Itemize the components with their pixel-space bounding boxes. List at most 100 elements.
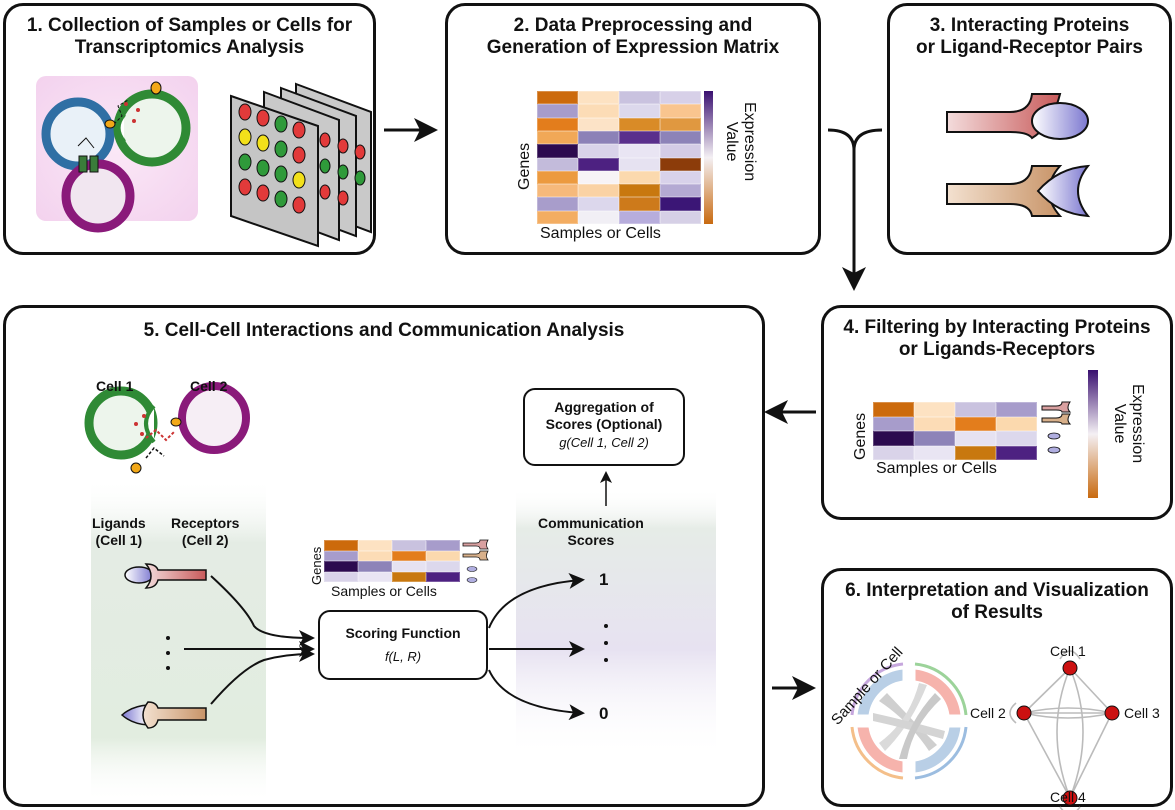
heatmap-cell bbox=[619, 117, 660, 131]
arrow-5-to-6 bbox=[772, 676, 816, 700]
heatmap-cell bbox=[660, 144, 701, 158]
heatmap-cell bbox=[324, 540, 358, 551]
heatmap-cell bbox=[996, 416, 1037, 431]
heatmap-cell bbox=[324, 550, 358, 561]
score-low: 0 bbox=[599, 704, 609, 723]
heatmap-cell bbox=[660, 157, 701, 171]
cell-1-label: Cell 1 bbox=[96, 378, 134, 394]
heatmap-cell bbox=[914, 416, 955, 431]
heatmap-cell bbox=[537, 170, 578, 185]
heatmap-cell bbox=[578, 117, 619, 131]
cell-2-label: Cell 2 bbox=[190, 378, 228, 394]
heatmap-cell bbox=[537, 210, 578, 224]
heatmap-cell bbox=[324, 561, 358, 572]
heatmap-cell bbox=[426, 561, 460, 572]
heatmap-cell bbox=[619, 104, 660, 118]
heatmap-cell bbox=[660, 170, 701, 185]
heatmap-cell bbox=[537, 130, 578, 145]
circos-plot bbox=[850, 650, 1120, 810]
heatmap-cell bbox=[955, 431, 996, 446]
heatmap-cell bbox=[955, 402, 996, 417]
aggregation-formula: g(Cell 1, Cell 2) bbox=[559, 435, 649, 450]
communication-illustration bbox=[84, 382, 716, 803]
node-cell-4: Cell 4 bbox=[1050, 789, 1086, 805]
arrow-1-to-2 bbox=[384, 118, 438, 142]
heatmap-cell bbox=[955, 416, 996, 431]
genes-axis-label: Genes bbox=[309, 546, 324, 585]
heatmap-cell bbox=[578, 157, 619, 171]
heatmap-cell bbox=[619, 157, 660, 171]
heatmap-cell bbox=[358, 540, 392, 551]
arrow-4-to-5 bbox=[764, 400, 816, 424]
mini-receptor-icons bbox=[1041, 401, 1072, 454]
mini-heatmap bbox=[324, 540, 460, 582]
heatmap-cell bbox=[537, 104, 578, 118]
expression-legend-bar bbox=[1088, 370, 1098, 498]
samples-axis-label: Samples or Cells bbox=[540, 225, 661, 242]
expression-heatmap bbox=[537, 91, 701, 224]
samples-axis-label: Samples or Cells bbox=[876, 460, 997, 477]
heatmap-cell bbox=[873, 431, 914, 446]
genes-axis-label: Genes bbox=[516, 142, 533, 190]
samples-axis-label: Samples or Cells bbox=[331, 583, 437, 599]
scoring-function-box: Scoring Function f(L, R) bbox=[318, 610, 488, 680]
heatmap-cell bbox=[578, 197, 619, 211]
heatmap-cell bbox=[660, 130, 701, 145]
heatmap-cell bbox=[873, 445, 914, 460]
heatmap-cell bbox=[996, 402, 1037, 417]
heatmap-cell bbox=[660, 91, 701, 105]
node-cell-3: Cell 3 bbox=[1124, 705, 1160, 721]
node-cell-1: Cell 1 bbox=[1050, 643, 1086, 659]
heatmap-cell bbox=[392, 550, 426, 561]
heatmap-cell bbox=[392, 571, 426, 582]
heatmap-cell bbox=[619, 210, 660, 224]
heatmap-cell bbox=[660, 117, 701, 131]
heatmap-cell bbox=[578, 184, 619, 198]
heatmap-cell bbox=[578, 144, 619, 158]
heatmap-cell bbox=[914, 445, 955, 460]
heatmap-cell bbox=[324, 571, 358, 582]
well-dots bbox=[238, 103, 366, 214]
heatmap-cell bbox=[955, 445, 996, 460]
heatmap-cell bbox=[996, 431, 1037, 446]
heatmap-cell bbox=[873, 416, 914, 431]
score-high: 1 bbox=[599, 570, 609, 589]
heatmap-cell bbox=[619, 170, 660, 185]
heatmap-cell bbox=[537, 117, 578, 131]
network-graph bbox=[1009, 650, 1113, 810]
heatmap-cell bbox=[392, 540, 426, 551]
heatmap-cell bbox=[578, 170, 619, 185]
panel-title: 5. Cell-Cell Interactions and Communicat… bbox=[143, 320, 625, 341]
scoring-formula: f(L, R) bbox=[384, 649, 422, 664]
heatmap-cell bbox=[619, 144, 660, 158]
heatmap-cell bbox=[537, 144, 578, 158]
scoring-title: Scoring Function bbox=[345, 625, 461, 641]
heatmap-cell bbox=[660, 184, 701, 198]
genes-axis-label: Genes bbox=[852, 412, 869, 460]
heatmap-cell bbox=[619, 197, 660, 211]
receptor-illustrations bbox=[946, 93, 1091, 218]
heatmap-cell bbox=[873, 402, 914, 417]
panel-cell-communication: 5. Cell-Cell Interactions and Communicat… bbox=[3, 305, 765, 807]
well-plates bbox=[230, 82, 372, 248]
expression-legend-bar bbox=[704, 91, 713, 224]
heatmap-cell bbox=[660, 197, 701, 211]
heatmap-cell bbox=[426, 571, 460, 582]
heatmap-cell bbox=[996, 445, 1037, 460]
heatmap-cell bbox=[426, 540, 460, 551]
heatmap-cell bbox=[660, 210, 701, 224]
heatmap-cell bbox=[619, 130, 660, 145]
heatmap-cell bbox=[578, 104, 619, 118]
